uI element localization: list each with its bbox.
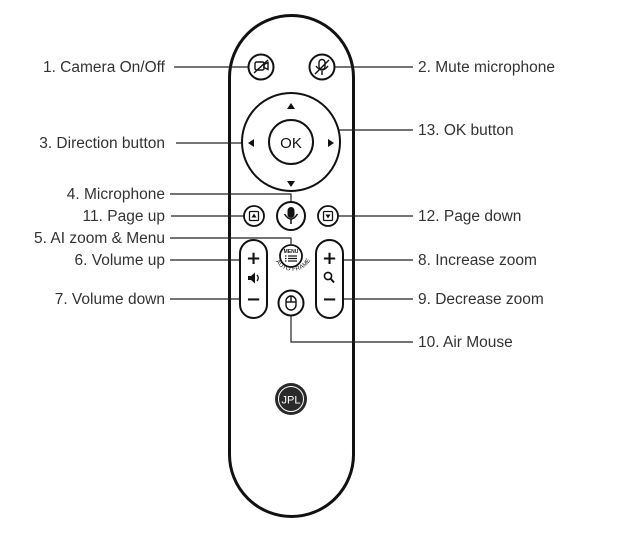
page-up-button <box>243 205 265 227</box>
label-air-mouse: 10. Air Mouse <box>418 334 513 351</box>
label-ai-zoom: 5. AI zoom & Menu <box>34 230 165 247</box>
label-ok: 13. OK button <box>418 122 514 139</box>
microphone-icon <box>283 207 299 224</box>
camera-off-icon <box>253 59 269 74</box>
label-decrease-zoom: 9. Decrease zoom <box>418 291 544 308</box>
arrow-up-icon <box>287 103 295 109</box>
jpl-logo: JPL <box>275 383 307 415</box>
menu-text: MENU <box>284 249 299 255</box>
mute-button <box>308 53 336 81</box>
page-down-icon <box>322 210 334 222</box>
volume-rocker: + − <box>239 239 268 319</box>
callout-labels: 1. Camera On/Off 2. Mute microphone 3. D… <box>34 59 555 351</box>
ok-button-text: OK <box>280 135 302 152</box>
arrow-left-icon <box>248 139 254 147</box>
page-down-button <box>317 205 339 227</box>
mic-off-icon <box>314 58 330 75</box>
label-volume-up: 6. Volume up <box>75 252 165 269</box>
label-page-up: 11. Page up <box>83 208 165 225</box>
speaker-icon <box>248 272 259 284</box>
page-up-icon <box>248 210 260 222</box>
ok-button: OK <box>268 119 314 165</box>
label-mute: 2. Mute microphone <box>418 59 555 76</box>
microphone-button <box>276 201 306 231</box>
zoom-plus-symbol: + <box>322 248 337 269</box>
zoom-rocker: + − <box>315 239 344 319</box>
arrow-right-icon <box>328 139 334 147</box>
magnifier-icon <box>323 271 335 284</box>
label-direction: 3. Direction button <box>39 135 165 152</box>
volume-minus-symbol: − <box>246 289 261 310</box>
label-camera: 1. Camera On/Off <box>43 59 166 76</box>
leader-ai-zoom <box>170 237 292 244</box>
ai-zoom-menu-button: MENU AUTO FRAME <box>274 244 312 273</box>
air-mouse-button <box>277 289 305 317</box>
label-microphone: 4. Microphone <box>67 186 165 203</box>
logo-text: JPL <box>282 395 301 407</box>
mouse-icon <box>285 295 297 311</box>
label-page-down: 12. Page down <box>418 208 521 225</box>
label-volume-down: 7. Volume down <box>55 291 165 308</box>
arrow-down-icon <box>287 181 295 187</box>
leader-air-mouse <box>290 316 413 343</box>
volume-plus-symbol: + <box>246 248 261 269</box>
menu-list-icon <box>285 255 297 262</box>
camera-button <box>247 53 275 81</box>
leader-lines <box>170 66 413 343</box>
label-increase-zoom: 8. Increase zoom <box>418 252 537 269</box>
zoom-minus-symbol: − <box>322 289 337 310</box>
